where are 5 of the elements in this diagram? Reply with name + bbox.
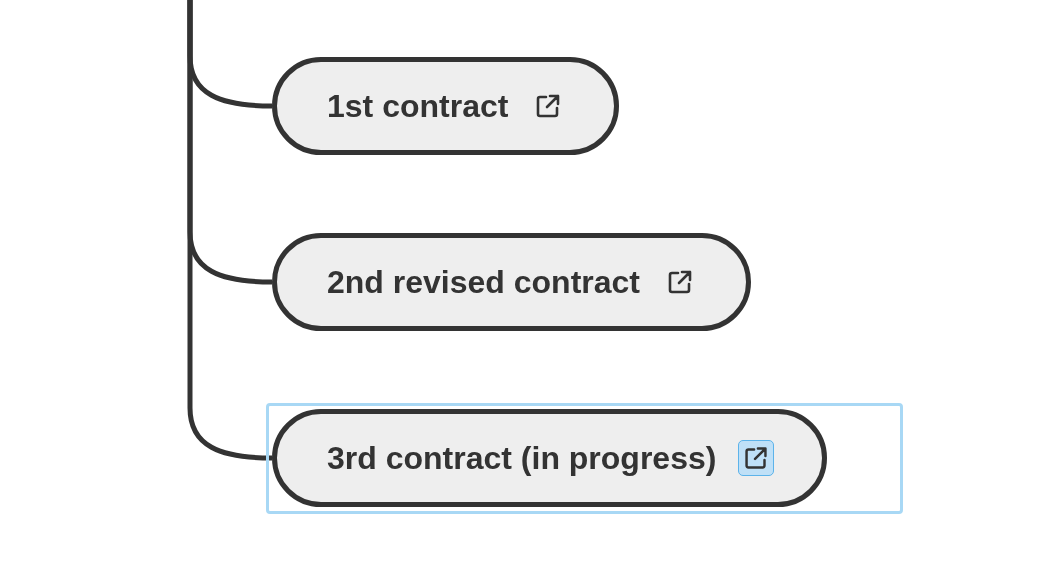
topic-pill (272, 409, 828, 507)
branch-connector (187, 0, 273, 461)
topic-label: 3rd contract (in progress) (327, 439, 717, 477)
topic-label: 1st contract (327, 87, 509, 125)
topic-label: 2nd revised contract (327, 263, 640, 301)
